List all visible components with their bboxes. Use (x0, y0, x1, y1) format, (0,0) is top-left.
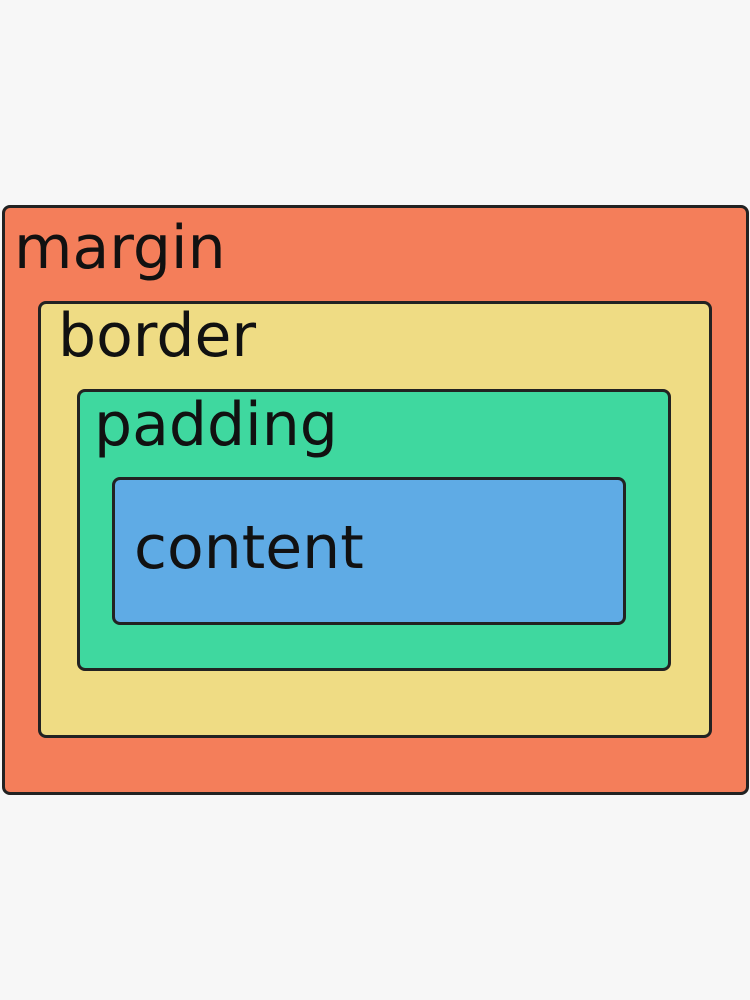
padding-label: padding (94, 390, 338, 460)
margin-label: margin (14, 213, 226, 283)
content-label: content (134, 513, 364, 583)
content-layer (112, 477, 626, 625)
border-label: border (58, 301, 257, 371)
